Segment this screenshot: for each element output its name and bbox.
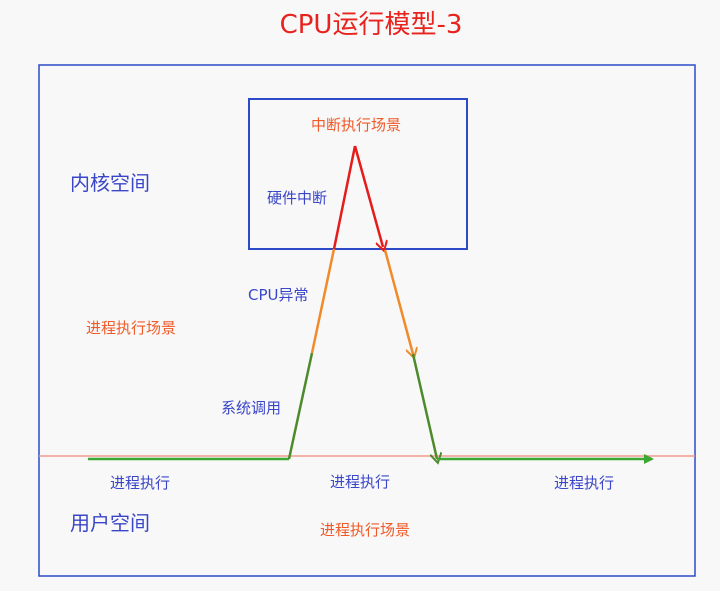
path-syscall-up <box>287 352 314 460</box>
path-exception-up <box>310 248 336 354</box>
process-exec-scene-user-label: 进程执行场景 <box>320 521 410 539</box>
user-space-label: 用户空间 <box>70 511 150 535</box>
process-exec-scene-kernel-label: 进程执行场景 <box>86 319 176 337</box>
process-exec-label-3: 进程执行 <box>554 474 614 492</box>
path-syscall-down <box>411 353 437 459</box>
diagram-title: CPU运行模型-3 <box>280 10 463 40</box>
path-exception-down <box>383 249 413 354</box>
cpu-exception-label: CPU异常 <box>248 286 309 304</box>
process-exec-label-2: 进程执行 <box>330 473 390 491</box>
hardware-interrupt-label: 硬件中断 <box>267 189 327 207</box>
interrupt-scene-box <box>248 98 468 250</box>
syscall-label: 系统调用 <box>221 399 281 417</box>
path-interrupt-up <box>332 145 357 250</box>
kernel-space-label: 内核空间 <box>70 171 150 195</box>
path-interrupt-down <box>353 145 383 247</box>
process-exec-label-1: 进程执行 <box>110 474 170 492</box>
interrupt-scene-label: 中断执行场景 <box>311 116 401 134</box>
outer-frame <box>38 64 696 577</box>
